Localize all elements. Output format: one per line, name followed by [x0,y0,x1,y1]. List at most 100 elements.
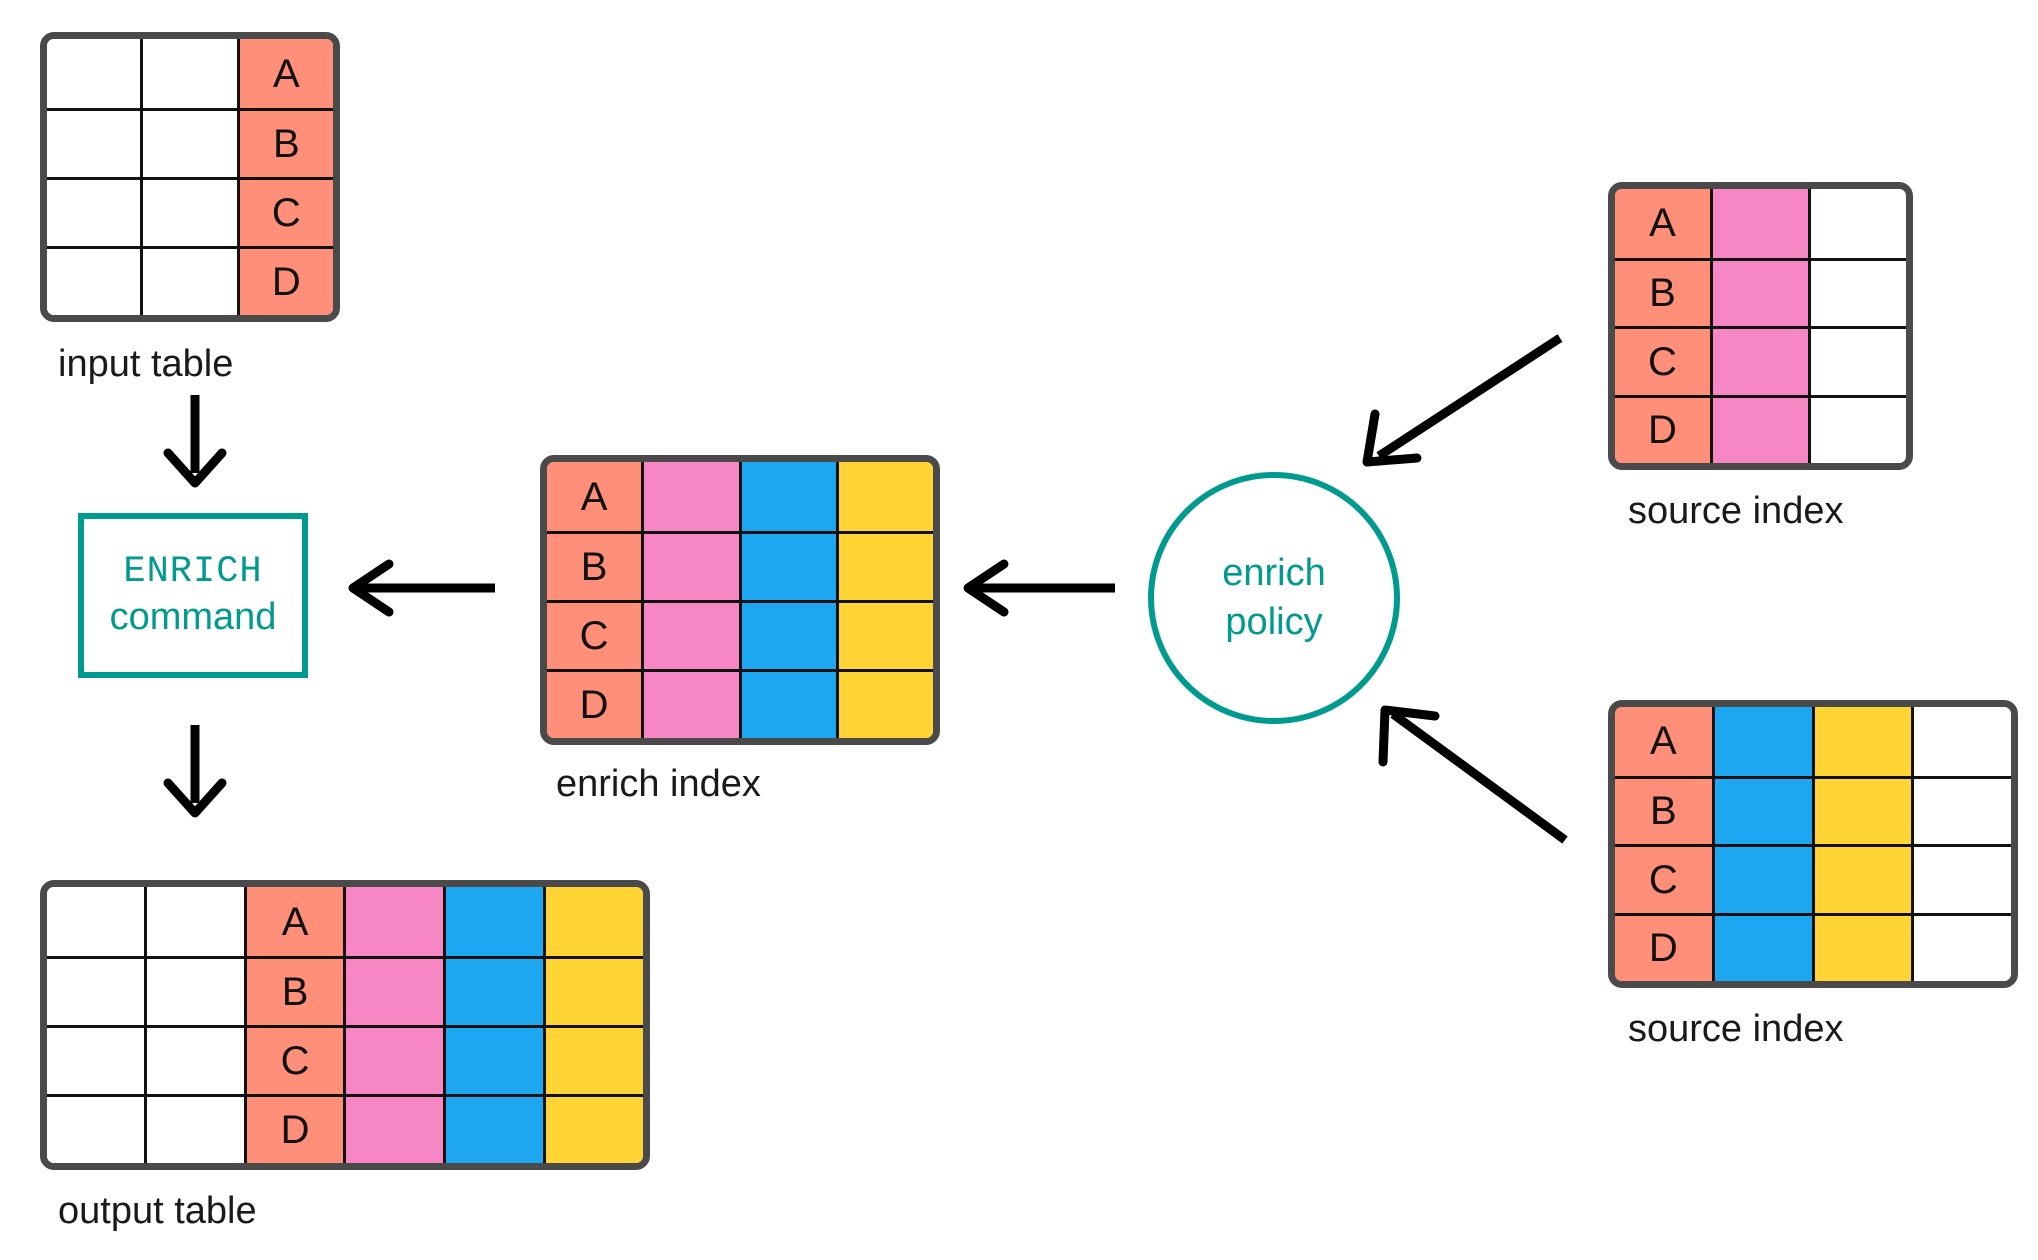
arrow-enrich-policy-to-enrich-index [963,559,1115,617]
table-row: A [47,39,333,108]
table-cell [543,887,643,956]
table-cell [47,246,141,315]
table-cell: C [243,1025,344,1094]
table-cell: B [1615,775,1712,844]
table-cell [47,1094,144,1163]
table-row: A [47,887,643,956]
table-row: C [1615,844,2011,913]
table-cell [543,1025,643,1094]
source-index-bottom-caption: source index [1628,1008,1844,1050]
table-cell [343,1025,444,1094]
table-cell [443,887,544,956]
table-row: A [1615,189,1906,258]
table-cell: C [236,177,333,246]
table-cell: C [1615,844,1712,913]
table-cell [1808,394,1906,463]
table-cell: B [236,108,333,177]
table-cell [835,531,933,600]
table-cell [1710,394,1808,463]
table-row: B [47,108,333,177]
table-cell [738,669,836,738]
table-cell [47,39,141,108]
table-cell [47,177,141,246]
table-cell [1811,912,1912,981]
table-cell [1711,775,1812,844]
table-cell [1811,707,1912,776]
table-cell [343,1094,444,1163]
table-cell [140,177,237,246]
arrow-input-table-to-enrich-command [163,395,227,488]
table-cell [1710,189,1808,258]
table-cell: D [547,669,642,738]
table-cell [143,1025,244,1094]
table-cell [835,600,933,669]
table-cell: A [236,39,333,108]
table-cell [641,462,739,531]
table-cell [1711,844,1812,913]
table-cell [1808,326,1906,395]
table-cell: D [1615,912,1712,981]
table-row: A [547,462,933,531]
enrich-command-box[interactable]: ENRICH command [78,513,308,678]
table-cell: C [547,600,642,669]
table-row: B [1615,775,2011,844]
table-cell [1911,707,2011,776]
table-cell [47,956,144,1025]
table-cell: A [1615,707,1712,776]
table-row: D [47,1094,643,1163]
table-cell [835,669,933,738]
table-cell [47,108,141,177]
enrich-command-label: command [109,595,277,638]
enrich-policy-line2: policy [1225,601,1323,643]
table-cell: C [1615,326,1710,395]
source-index-top-caption: source index [1628,490,1844,532]
table-cell [140,246,237,315]
table-cell: A [243,887,344,956]
arrow-enrich-command-to-output-table [163,725,227,818]
enrich-index-caption: enrich index [556,763,761,805]
table-cell: A [547,462,642,531]
table-cell [641,531,739,600]
table-cell: D [236,246,333,315]
table-row: C [47,177,333,246]
table-row: D [47,246,333,315]
table-cell [1911,844,2011,913]
table-row: C [547,600,933,669]
arrow-source-index-top-to-enrich-policy [1362,334,1563,467]
table-cell [543,1094,643,1163]
table-cell [1911,775,2011,844]
table-cell: B [243,956,344,1025]
table-cell [140,108,237,177]
enrich-policy-line1: enrich [1222,551,1326,594]
table-cell [443,956,544,1025]
table-row: B [1615,257,1906,326]
table-cell [641,600,739,669]
table-row: A [1615,707,2011,776]
table-row: C [1615,326,1906,395]
enrich-command-keyword: ENRICH [123,551,263,594]
table-row: D [547,669,933,738]
table-row: B [547,531,933,600]
table-cell [1808,189,1906,258]
table-cell [1808,257,1906,326]
table-cell [343,887,444,956]
table-row: B [47,956,643,1025]
output-table-caption: output table [58,1190,257,1232]
table-cell [1711,912,1812,981]
table-cell [1811,775,1912,844]
arrow-enrich-index-to-enrich-command [348,559,495,617]
table-cell [47,887,144,956]
table-cell [1911,912,2011,981]
table-cell [1710,326,1808,395]
table-row: C [47,1025,643,1094]
enrich-policy-circle[interactable]: enrich policy [1148,472,1400,724]
table-cell [543,956,643,1025]
table-cell: A [1615,189,1710,258]
table-cell [143,956,244,1025]
table-cell [443,1094,544,1163]
